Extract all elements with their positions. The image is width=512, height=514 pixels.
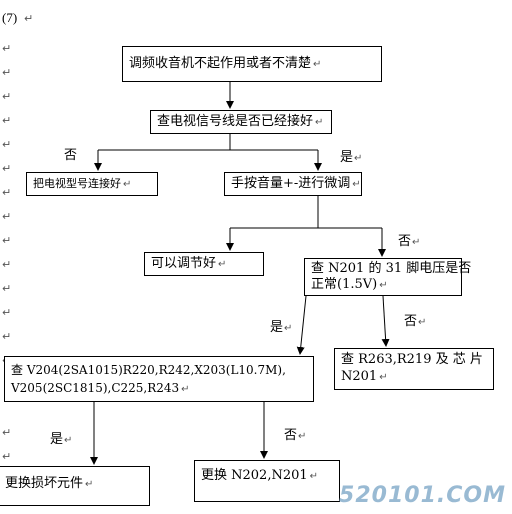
branch-label-yes: 是↵ xyxy=(340,146,362,165)
branch-label-no: 否 xyxy=(64,144,77,163)
para-mark: ↵ xyxy=(2,258,12,271)
can-adjust-text: 可以调节好 xyxy=(151,256,217,271)
replace-damaged-text: 更换损坏元件 xyxy=(5,476,84,491)
para-mark: ↵ xyxy=(2,42,12,55)
para-mark: ↵ xyxy=(181,384,190,395)
branch-label-text: 否 xyxy=(64,148,78,163)
replace-n202-text: 更换 N202,N201 xyxy=(201,468,308,483)
connector xyxy=(296,295,307,355)
para-mark: ↵ xyxy=(284,323,293,334)
check-v204-node: 查 V204(2SA1015)R220,R242,X203(L10.7M), V… xyxy=(4,356,314,402)
para-mark: ↵ xyxy=(64,435,73,446)
replace-n202-node: 更换 N202,N201↵ xyxy=(194,460,340,502)
branch-label-text: 否 xyxy=(284,428,298,443)
branch-label-text: 否 xyxy=(404,314,418,329)
branch-label-no: 否↵ xyxy=(404,310,426,329)
branch-label-text: 否 xyxy=(398,234,412,249)
check-signal-node: 查电视信号线是否已经接好↵ xyxy=(150,110,332,134)
branch-label-yes: 是↵ xyxy=(270,316,292,335)
replace-damaged-node: 更换损坏元件↵ xyxy=(0,466,150,506)
para-mark: ↵ xyxy=(412,237,421,248)
para-mark: ↵ xyxy=(352,179,361,190)
para-mark: ↵ xyxy=(315,117,324,128)
check-n201-node: 查 N201 的 31 脚电压是否 正常(1.5V)↵ xyxy=(304,258,472,296)
para-mark: ↵ xyxy=(218,259,227,270)
site-watermark: 520101.COM xyxy=(339,483,506,508)
check-n201-text-line2: 正常(1.5V) xyxy=(311,277,378,292)
adjust-volume-text: 手按音量+-进行微调 xyxy=(231,176,351,191)
start-node-text: 调频收音机不起作用或者不清楚 xyxy=(129,56,312,71)
branch-label-text: 是 xyxy=(340,150,354,165)
para-mark: ↵ xyxy=(379,280,388,291)
para-mark: ↵ xyxy=(2,426,12,439)
para-mark: ↵ xyxy=(2,138,12,151)
para-mark: ↵ xyxy=(123,179,132,190)
branch-label-no: 否↵ xyxy=(284,424,306,443)
para-mark: ↵ xyxy=(2,234,12,247)
para-mark: ↵ xyxy=(85,479,94,490)
check-r263-text-line1: 查 R263,R219 及 芯 片 xyxy=(341,352,483,367)
page-label: (7) xyxy=(2,10,18,25)
connector xyxy=(381,295,390,347)
branch-label-text: 是 xyxy=(270,320,284,335)
branch-label-yes: 是↵ xyxy=(50,428,72,447)
check-n201-text-line1: 查 N201 的 31 脚电压是否 xyxy=(311,261,472,276)
para-mark: ↵ xyxy=(2,306,12,319)
check-signal-text: 查电视信号线是否已经接好 xyxy=(157,114,314,129)
can-adjust-node: 可以调节好↵ xyxy=(144,252,264,276)
para-mark: ↵ xyxy=(309,471,319,482)
check-v204-text-line2: V205(2SC1815),C225,R243 xyxy=(11,381,180,395)
para-mark: ↵ xyxy=(418,317,427,328)
para-mark: ↵ xyxy=(379,372,388,383)
para-mark: ↵ xyxy=(2,330,12,343)
check-r263-text-line2: N201 xyxy=(341,369,378,384)
para-mark: ↵ xyxy=(313,59,322,70)
para-mark: ↵ xyxy=(2,282,12,295)
para-mark: ↵ xyxy=(2,210,12,223)
check-r263-node: 查 R263,R219 及 芯 片 N201↵ xyxy=(334,348,494,390)
para-mark: ↵ xyxy=(24,12,34,25)
check-v204-text-line1: 查 V204(2SA1015)R220,R242,X203(L10.7M), xyxy=(11,363,286,377)
start-node: 调频收音机不起作用或者不清楚↵ xyxy=(122,46,382,82)
adjust-volume-node: 手按音量+-进行微调↵ xyxy=(224,172,362,196)
branch-label-no: 否↵ xyxy=(398,230,420,249)
connect-tv-node: 把电视型号连接好↵ xyxy=(26,172,158,196)
branch-label-text: 是 xyxy=(50,432,64,447)
para-mark: ↵ xyxy=(354,153,363,164)
connect-tv-text: 把电视型号连接好 xyxy=(33,177,121,190)
para-mark: ↵ xyxy=(2,186,12,199)
para-mark: ↵ xyxy=(2,114,12,127)
para-mark: ↵ xyxy=(2,162,12,175)
para-mark: ↵ xyxy=(2,66,12,79)
para-mark: ↵ xyxy=(2,450,12,463)
para-mark: ↵ xyxy=(298,431,307,442)
para-mark: ↵ xyxy=(2,90,12,103)
